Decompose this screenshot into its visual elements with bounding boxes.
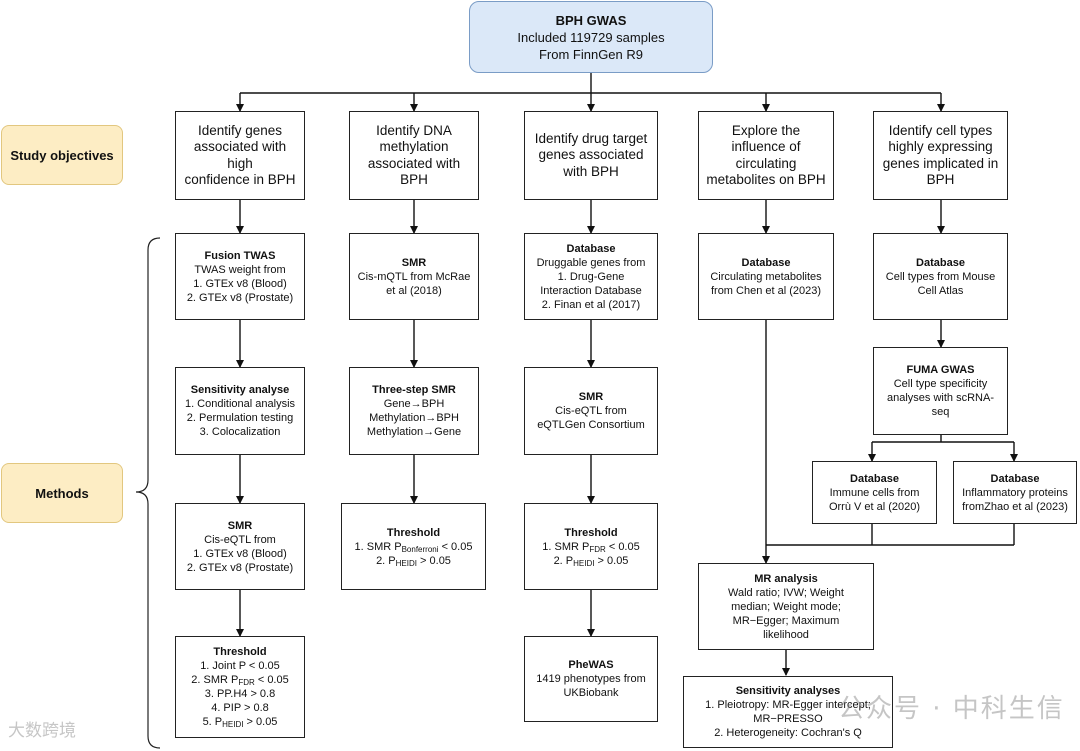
methods-brace [135,237,161,749]
mr-analysis-box: MR analysis Wald ratio; IVW; Weight medi… [698,563,874,650]
objective-drug-target: Identify drug target genes associated wi… [524,111,658,200]
druggable-database-box: Database Druggable genes from 1. Drug-Ge… [524,233,658,320]
study-objectives-label: Study objectives [1,125,123,185]
fusion-twas-box: Fusion TWAS TWAS weight from 1. GTEx v8 … [175,233,305,320]
smr-eqtlgen-box: SMR Cis-eQTL from eQTLGen Consortium [524,367,658,455]
threshold-col3-box: Threshold 1. SMR PFDR < 0.05 2. PHEIDI >… [524,503,658,590]
bph-gwas-source: From FinnGen R9 [538,46,644,62]
threshold-col2-box: Threshold 1. SMR PBonferroni < 0.05 2. P… [341,503,486,590]
bph-gwas-box: BPH GWAS Included 119729 samples From Fi… [469,1,713,73]
objective-genes: Identify genes associated with high conf… [175,111,305,200]
bph-gwas-samples: Included 119729 samples [517,29,665,45]
phewas-box: PheWAS 1419 phenotypes from UKBiobank [524,636,658,722]
cell-types-database-box: Database Cell types from Mouse Cell Atla… [873,233,1008,320]
bph-gwas-title: BPH GWAS [555,12,627,28]
smr-mqtl-box: SMR Cis-mQTL from McRae et al (2018) [349,233,479,320]
objective-metabolites: Explore the influence of circulating met… [698,111,834,200]
objective-cell-types: Identify cell types highly expressing ge… [873,111,1008,200]
fuma-gwas-box: FUMA GWAS Cell type specificity analyses… [873,347,1008,435]
methods-label: Methods [1,463,123,523]
sensitivity-analyses-box: Sensitivity analyses 1. Pleiotropy: MR-E… [683,676,893,748]
smr-gtex-box: SMR Cis-eQTL from 1. GTEx v8 (Blood) 2. … [175,503,305,590]
three-step-smr-box: Three-step SMR Gene→BPH Methylation→BPH … [349,367,479,455]
metabolites-database-box: Database Circulating metabolites from Ch… [698,233,834,320]
immune-cells-database-box: Database Immune cells from Orrù V et al … [812,461,937,524]
objective-dna-methylation: Identify DNA methylation associated with… [349,111,479,200]
wechat-watermark: 公众号 · 中科生信 [838,694,1065,724]
sensitivity-analyse-box: Sensitivity analyse 1. Conditional analy… [175,367,305,455]
inflammatory-proteins-database-box: Database Inflammatory proteins fromZhao … [953,461,1077,524]
threshold-col1-box: Threshold 1. Joint P < 0.05 2. SMR PFDR … [175,636,305,738]
corner-watermark: 大数跨境 [8,721,76,741]
